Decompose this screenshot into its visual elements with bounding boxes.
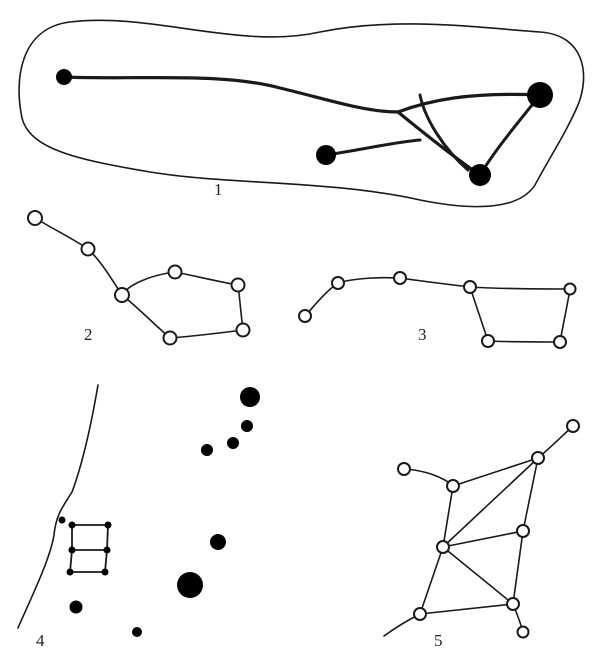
node	[59, 517, 66, 524]
node	[469, 164, 491, 186]
edge	[420, 604, 513, 614]
node	[527, 82, 553, 108]
node	[398, 463, 410, 475]
edge	[470, 287, 488, 341]
node	[102, 569, 109, 576]
edge	[420, 95, 468, 170]
panel-4-grid	[70, 525, 108, 572]
node	[56, 69, 72, 85]
edge	[122, 295, 170, 338]
panel-3-connections	[305, 278, 570, 342]
edge	[443, 547, 513, 604]
panel-2-label: 2	[84, 325, 93, 344]
node	[237, 324, 250, 337]
edge	[64, 77, 398, 112]
node	[567, 420, 579, 432]
node	[132, 627, 142, 637]
node	[517, 525, 529, 537]
node	[69, 522, 76, 529]
node	[177, 572, 203, 598]
edge	[538, 426, 573, 458]
edge	[513, 531, 523, 604]
node	[447, 480, 459, 492]
panel-4-label: 4	[36, 631, 45, 648]
edge	[122, 272, 175, 295]
node	[299, 310, 311, 322]
node	[82, 243, 95, 256]
node	[232, 279, 245, 292]
edge	[470, 287, 570, 289]
edge	[35, 218, 88, 249]
panel-2-nodes	[28, 211, 250, 345]
node	[316, 145, 336, 165]
edge	[398, 112, 480, 175]
panel-4-outline	[18, 385, 98, 628]
edge	[170, 330, 243, 338]
node	[464, 281, 476, 293]
node	[105, 522, 112, 529]
edge	[88, 249, 122, 295]
panel-4-nodes	[59, 387, 261, 637]
node	[532, 452, 544, 464]
panel-1-connections	[64, 77, 540, 175]
node	[210, 534, 226, 550]
node	[115, 288, 129, 302]
edge	[305, 283, 338, 316]
node	[227, 437, 239, 449]
panel-4: 4	[18, 385, 260, 648]
panel-2: 2	[28, 211, 250, 345]
edge	[175, 272, 238, 285]
node	[518, 627, 529, 638]
edge	[404, 469, 453, 486]
edge	[400, 278, 470, 287]
node	[240, 387, 260, 407]
edge	[560, 289, 570, 342]
edge	[72, 525, 108, 550]
panel-5-label: 5	[434, 631, 443, 648]
node	[554, 336, 566, 348]
panel-3: 3	[299, 272, 576, 348]
edge	[488, 341, 560, 342]
node	[70, 601, 83, 614]
panel-1-outline	[19, 20, 584, 206]
node	[394, 272, 406, 284]
panel-3-label: 3	[418, 325, 427, 344]
edge	[453, 458, 538, 486]
panel-5: 5	[384, 420, 579, 648]
edge	[70, 550, 107, 572]
node	[67, 569, 74, 576]
node	[437, 541, 449, 553]
node	[414, 608, 426, 620]
panel-1: 1	[19, 20, 584, 206]
edge	[443, 486, 453, 547]
panel-2-connections	[35, 218, 243, 338]
edge	[443, 531, 523, 547]
node	[482, 335, 494, 347]
node	[507, 598, 519, 610]
node	[241, 420, 253, 432]
node	[565, 284, 576, 295]
edge	[338, 278, 400, 283]
node	[164, 332, 177, 345]
panel-1-label: 1	[214, 180, 223, 199]
node	[201, 444, 213, 456]
edge	[420, 547, 443, 614]
edge	[326, 140, 420, 155]
node	[69, 547, 76, 554]
node	[104, 547, 111, 554]
edge	[480, 95, 540, 175]
node	[169, 266, 182, 279]
node	[332, 277, 344, 289]
node	[28, 211, 42, 225]
panel-5-nodes	[398, 420, 579, 638]
